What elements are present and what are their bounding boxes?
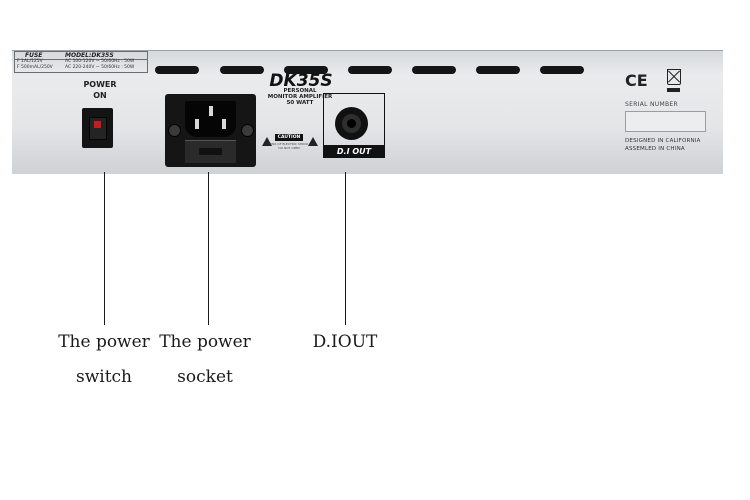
fuse-header-label: FUSE xyxy=(25,52,43,59)
fuse-table-header: FUSE MODEL:DK35S xyxy=(15,52,147,60)
weee-bin-icon xyxy=(667,69,681,85)
warning-triangle-icon xyxy=(262,137,272,146)
fuse-rating: F 500mAL/250V xyxy=(17,65,53,70)
fuse-row: F 500mAL/250V AC 220-240V ~ 50/60Hz : 50… xyxy=(15,65,147,71)
power-label-line: ON xyxy=(93,91,107,100)
caution-text-line: DO NOT OPEN xyxy=(278,146,300,150)
power-indicator-icon xyxy=(94,121,101,128)
fuse-spec: AC 100-120V ~ 50/60Hz : 50W xyxy=(65,59,135,64)
socket-opening xyxy=(185,101,236,137)
callout-di-out: D.IOUT xyxy=(295,325,395,360)
callout-line-text: D.IOUT xyxy=(312,332,378,352)
fuse-rating: F 1AL/125V xyxy=(17,59,43,64)
origin-line: ASSEMLED IN CHINA xyxy=(625,146,685,152)
vent-slot xyxy=(476,66,520,74)
vent-slot xyxy=(540,66,584,74)
warning-triangle-icon xyxy=(308,137,318,146)
callout-line-text: The power xyxy=(58,332,150,352)
model-title: DK35S xyxy=(269,71,333,91)
vent-slot xyxy=(155,66,199,74)
callout-line-socket xyxy=(208,172,209,325)
fuse-rating-table: FUSE MODEL:DK35S F 1AL/125V AC 100-120V … xyxy=(14,51,148,73)
power-label-line: POWER xyxy=(83,80,117,89)
power-socket[interactable] xyxy=(165,94,256,167)
serial-number-box xyxy=(625,111,706,132)
caution-label: CAUTION xyxy=(277,135,301,140)
callout-line-text: The power xyxy=(159,332,251,352)
screw-icon xyxy=(241,124,254,137)
rocker-switch xyxy=(89,117,107,140)
di-out-frame xyxy=(323,93,385,158)
origin-text: DESIGNED IN CALIFORNIA ASSEMLED IN CHINA xyxy=(625,137,701,153)
vent-slot xyxy=(220,66,264,74)
weee-bar-icon xyxy=(667,88,680,92)
model-subtitle-line: PERSONAL xyxy=(283,88,317,94)
socket-pin xyxy=(209,106,213,116)
di-out-label: D.I OUT xyxy=(323,145,385,158)
socket-pin xyxy=(222,119,226,129)
caution-text: RISK OF ELECTRIC SHOCK DO NOT OPEN xyxy=(266,142,312,150)
power-switch-label: POWER ON xyxy=(82,79,118,101)
model-subtitle: PERSONAL MONITOR AMPLIFIER 50 WATT xyxy=(250,88,350,106)
jack-hole xyxy=(347,119,356,128)
origin-line: DESIGNED IN CALIFORNIA xyxy=(625,138,701,144)
callout-power-socket: The power socket xyxy=(145,325,265,395)
model-subtitle-line: MONITOR AMPLIFIER xyxy=(267,94,333,100)
callout-line-text: switch xyxy=(75,367,132,387)
callout-power-switch: The power switch xyxy=(44,325,164,395)
model-header-label: MODEL:DK35S xyxy=(65,52,114,59)
power-switch[interactable] xyxy=(82,108,113,148)
callout-line-di-out xyxy=(345,172,346,325)
vent-slot xyxy=(284,66,328,74)
di-out-jack[interactable] xyxy=(335,107,368,140)
ce-mark-icon: CE xyxy=(625,71,648,90)
caution-box xyxy=(275,134,303,141)
socket-pin xyxy=(195,119,199,129)
amplifier-rear-panel: FUSE MODEL:DK35S F 1AL/125V AC 100-120V … xyxy=(12,50,723,174)
callout-line-text: socket xyxy=(177,367,233,387)
serial-number-label: SERIAL NUMBER xyxy=(625,101,678,108)
fuse-row: F 1AL/125V AC 100-120V ~ 50/60Hz : 50W xyxy=(15,59,147,65)
screw-icon xyxy=(168,124,181,137)
fuse-spec: AC 220-240V ~ 50/60Hz : 50W xyxy=(65,65,135,70)
callout-line-switch xyxy=(104,172,105,325)
model-subtitle-line: 50 WATT xyxy=(286,100,314,106)
fuse-drawer[interactable] xyxy=(185,140,236,163)
vent-slot xyxy=(412,66,456,74)
vent-slot xyxy=(348,66,392,74)
caution-text-line: RISK OF ELECTRIC SHOCK xyxy=(269,142,309,146)
